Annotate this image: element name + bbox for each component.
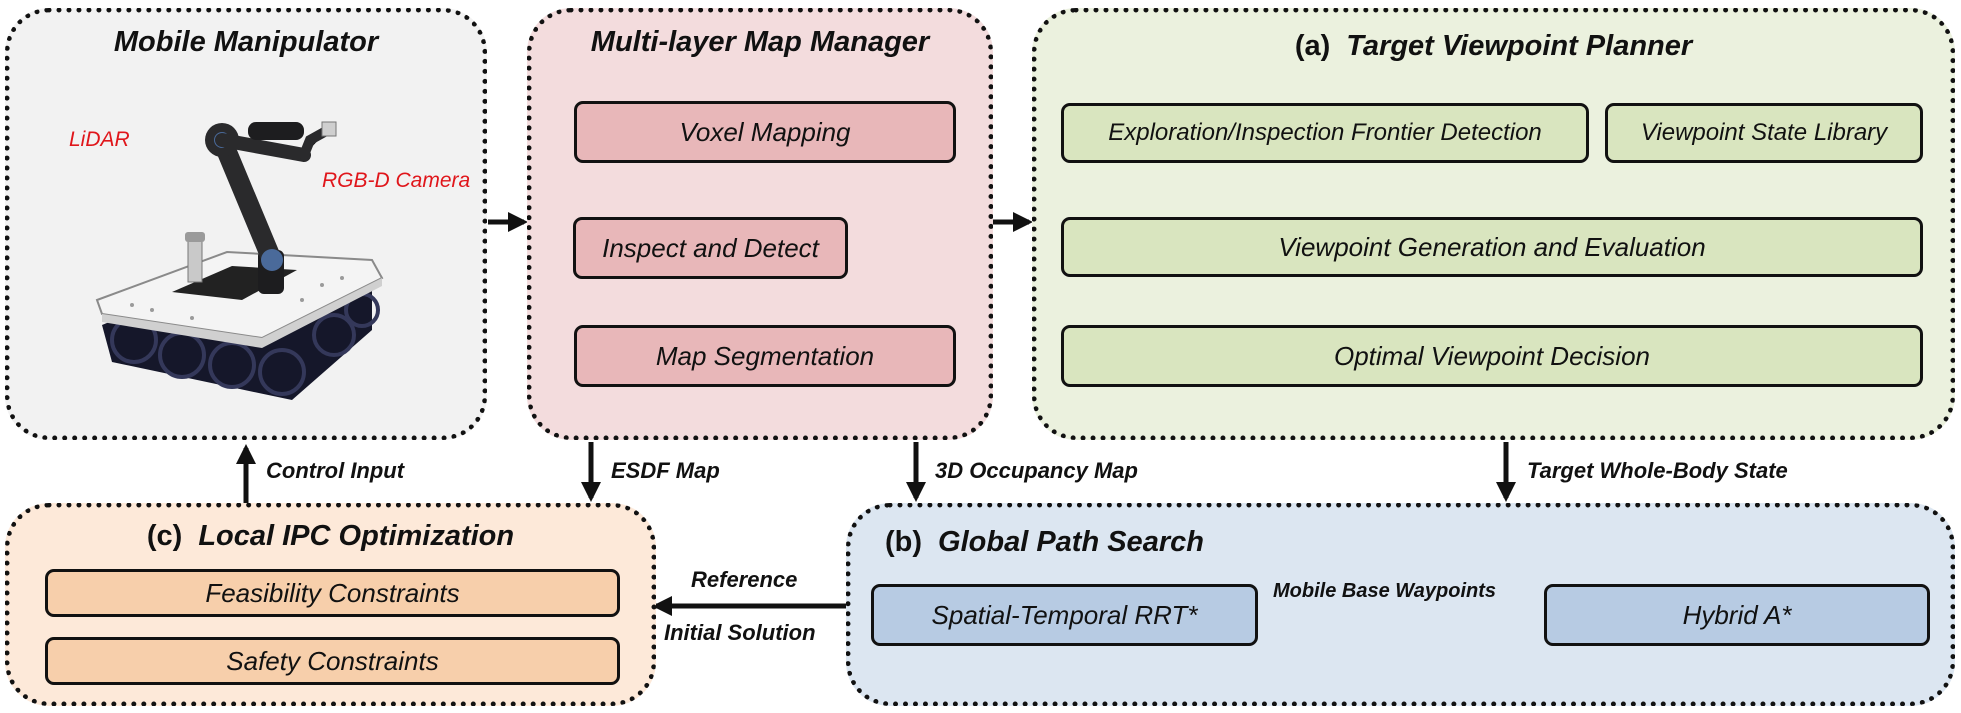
- global-tag: (b): [885, 526, 923, 558]
- feasibility-constraints-box: Feasibility Constraints: [45, 569, 620, 617]
- lidar-label: LiDAR: [69, 128, 130, 151]
- mobile-manipulator-title: Mobile Manipulator: [113, 26, 379, 58]
- ipc-title-text: Local IPC Optimization: [198, 520, 515, 552]
- global-title-text: Global Path Search: [938, 526, 1204, 558]
- occupancy-map-label: 3D Occupancy Map: [935, 458, 1138, 483]
- planner-tag: (a): [1294, 30, 1331, 62]
- inspect-and-detect-box: Inspect and Detect: [573, 217, 848, 279]
- target-viewpoint-planner-title: (a) Target Viewpoint Planner: [1037, 30, 1950, 63]
- global-path-search-title: (b) Global Path Search: [885, 526, 1204, 559]
- voxel-mapping-box: Voxel Mapping: [574, 101, 956, 163]
- safety-constraints-box: Safety Constraints: [45, 637, 620, 685]
- esdf-map-label: ESDF Map: [611, 458, 720, 483]
- planner-title-text: Target Viewpoint Planner: [1346, 30, 1693, 62]
- map-manager-title: Multi-layer Map Manager: [590, 26, 930, 58]
- control-input-label: Control Input: [266, 458, 405, 483]
- hybrid-a-star-box: Hybrid A*: [1544, 584, 1930, 646]
- reference-label: Reference: [691, 567, 798, 592]
- frontier-detection-box: Exploration/Inspection Frontier Detectio…: [1061, 103, 1589, 163]
- viewpoint-generation-box: Viewpoint Generation and Evaluation: [1061, 217, 1923, 277]
- ipc-tag: (c): [146, 520, 183, 552]
- tracked-mobile-manipulator-robot-icon: [95, 121, 384, 400]
- map-segmentation-box: Map Segmentation: [574, 325, 956, 387]
- rgbd-camera-label: RGB-D Camera: [322, 169, 471, 192]
- local-ipc-optimization-title: (c) Local IPC Optimization: [10, 520, 651, 553]
- viewpoint-state-library-box: Viewpoint State Library: [1605, 103, 1923, 163]
- optimal-viewpoint-decision-box: Optimal Viewpoint Decision: [1061, 325, 1923, 387]
- spatial-temporal-rrt-box: Spatial-Temporal RRT*: [871, 584, 1258, 646]
- mobile-base-waypoints-label: Mobile Base Waypoints: [1273, 580, 1497, 602]
- target-whole-body-state-label: Target Whole-Body State: [1527, 458, 1788, 483]
- initial-solution-label: Initial Solution: [664, 620, 816, 645]
